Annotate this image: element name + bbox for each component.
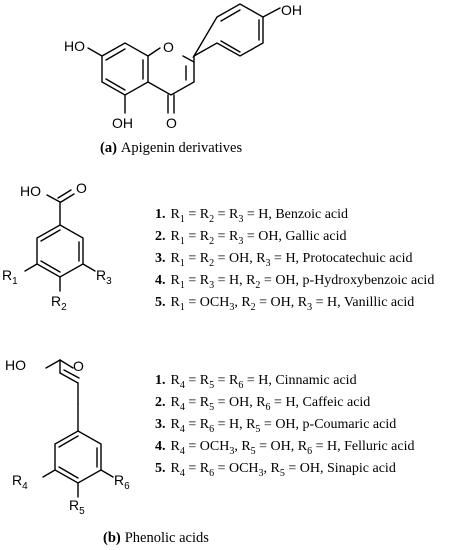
cinnamic-acid-structure — [42, 359, 114, 498]
caption-a: (a)Apigenin derivatives — [100, 140, 242, 156]
apigenin-carbonyl-oxygen: O — [166, 115, 177, 131]
cinnamic-entry-5: 5.R4 = R6 = OCH3, R5 = OH, Sinapic acid — [155, 461, 396, 479]
cinnamic-entry-4: 4.R4 = OCH3, R5 = OH, R6 = H, Felluric a… — [155, 439, 415, 457]
apigenin-structure — [87, 3, 281, 114]
benzoic-r1: R1 — [2, 267, 18, 287]
benzoic-carbonyl-oxygen: O — [76, 180, 87, 196]
cinnamic-carbonyl-oxygen: O — [73, 358, 84, 374]
apigenin-ring-oxygen: O — [163, 39, 174, 55]
apigenin-oh-bottom: OH — [112, 115, 133, 131]
apigenin-ho-left: HO — [64, 38, 85, 54]
benzoic-acid-list: 1.R1 = R2 = R3 = H, Benzoic acid 2.R1 = R… — [155, 207, 434, 313]
cinnamic-ring — [54, 430, 102, 484]
cinnamic-r5: R5 — [69, 497, 85, 517]
cinnamic-acid-list: 1.R4 = R5 = R6 = H, Cinnamic acid 2.R4 = … — [155, 373, 415, 479]
caption-a-label: (a) — [100, 140, 117, 156]
caption-b-text: Phenolic acids — [125, 530, 210, 546]
cinnamic-r6: R6 — [114, 472, 130, 492]
apigenin-ring-a — [101, 42, 149, 96]
apigenin-oh-top-right: OH — [281, 2, 302, 18]
benzoic-entry-2: 2.R1 = R2 = R3 = OH, Gallic acid — [155, 229, 346, 247]
benzoic-entry-4: 4.R1 = R3 = H, R2 = OH, p-Hydroxybenzoic… — [155, 273, 434, 291]
apigenin-ring-b — [192, 3, 264, 58]
benzoic-entry-1: 1.R1 = R2 = R3 = H, Benzoic acid — [155, 207, 348, 225]
cinnamic-r4: R4 — [12, 472, 28, 492]
cinnamic-entry-3: 3.R4 = R6 = H, R5 = OH, p-Coumaric acid — [155, 417, 396, 435]
benzoic-ho: HO — [20, 183, 41, 199]
cinnamic-ho: HO — [5, 357, 26, 373]
benzoic-ring — [36, 224, 84, 278]
apigenin-ring-c — [147, 47, 195, 96]
benzoic-r2: R2 — [51, 293, 67, 313]
benzoic-entry-5: 5.R1 = OCH3, R2 = OH, R3 = H, Vanillic a… — [155, 295, 414, 313]
caption-a-text: Apigenin derivatives — [121, 140, 243, 156]
cinnamic-entry-2: 2.R4 = R5 = OH, R6 = H, Caffeic acid — [155, 395, 370, 413]
caption-b: (b)Phenolic acids — [103, 530, 209, 546]
cinnamic-entry-1: 1.R4 = R5 = R6 = H, Cinnamic acid — [155, 373, 357, 391]
caption-b-label: (b) — [103, 530, 121, 546]
benzoic-acid-structure — [24, 189, 96, 292]
benzoic-r3: R3 — [96, 267, 112, 287]
benzoic-entry-3: 3.R1 = R2 = OH, R3 = H, Protocatechuic a… — [155, 251, 413, 269]
